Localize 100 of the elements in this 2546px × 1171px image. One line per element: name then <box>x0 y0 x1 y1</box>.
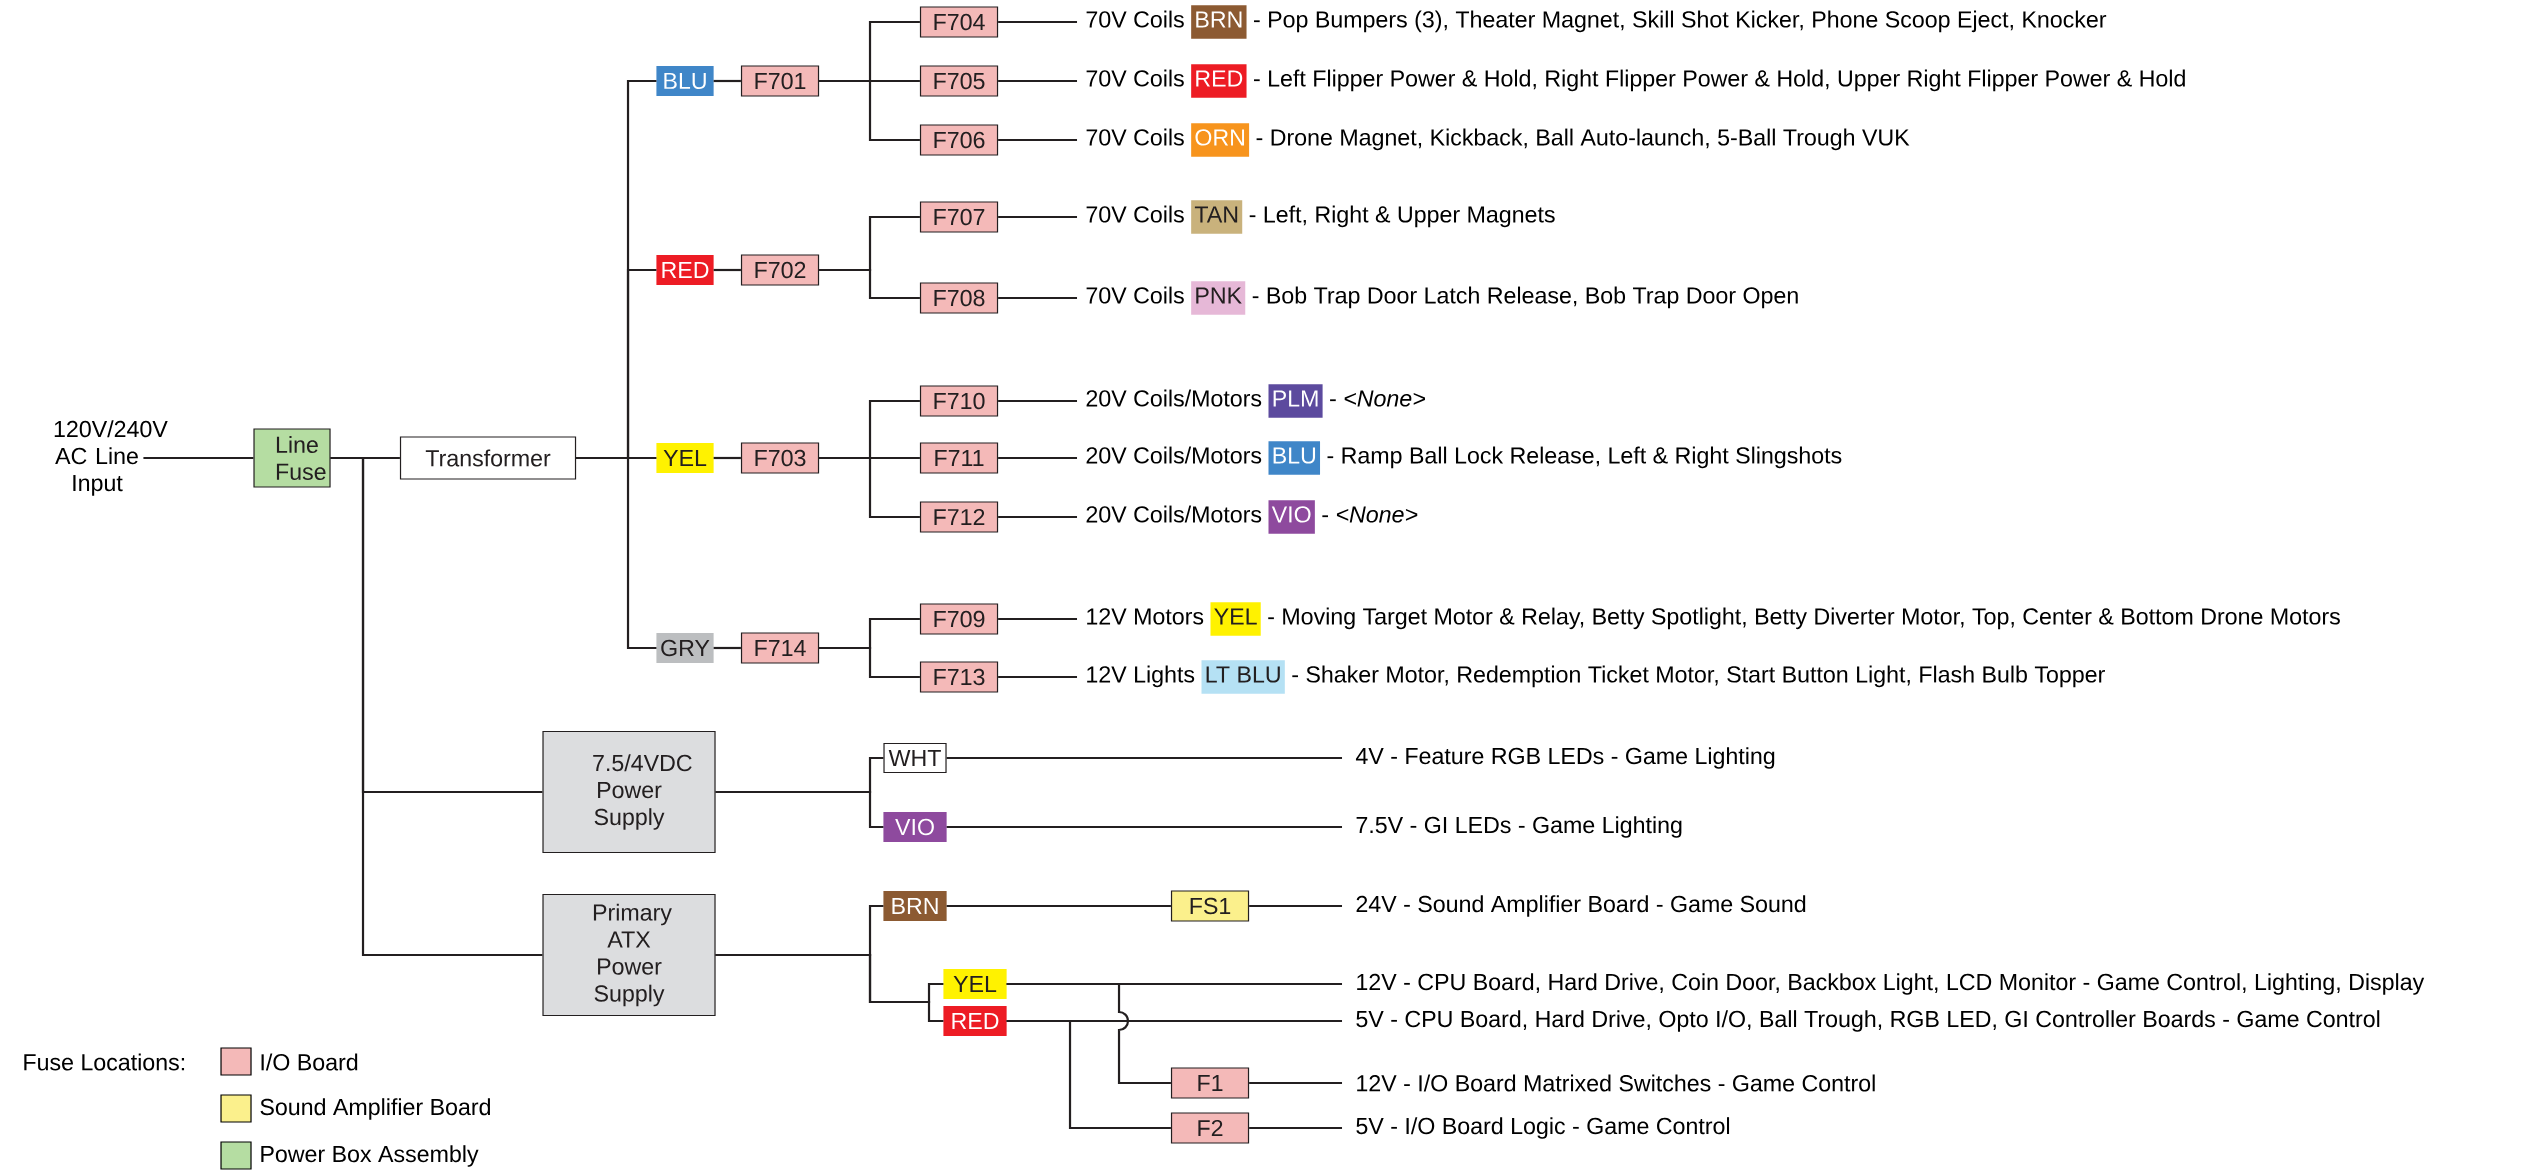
legend-title: Fuse Locations: <box>24 1053 185 1071</box>
load-description: - Ramp Ball Lock Release, Left & Right Slingshots <box>1327 446 1842 469</box>
fuse-box: F712 <box>919 501 999 533</box>
wire-color-tag: TAN <box>1191 200 1243 234</box>
wire-line <box>715 790 884 829</box>
wire-line <box>946 756 1342 760</box>
wire-color-tag: RED <box>656 254 714 286</box>
legend-label: I/O Board <box>261 1053 358 1071</box>
load-description: 7.5V - GI LEDs - Game Lighting <box>1356 816 1682 838</box>
fuse-box: F708 <box>919 282 999 314</box>
fuse-box: F707 <box>919 201 999 233</box>
wire-color-tag: YEL <box>1210 602 1261 636</box>
load-description: - <None> <box>1322 506 1418 523</box>
input-label: 120V/240V AC Line Input <box>54 420 168 496</box>
wire-line <box>998 515 1077 519</box>
load-description: 5V - CPU Board, Hard Drive, Opto I/O, Ball Trough, RGB LED, GI Controller Boards - Game Control <box>1356 1010 2380 1032</box>
wire-line <box>998 675 1077 679</box>
load-description: - Left Flipper Power & Hold, Right Flipper Power & Hold, Upper Right Flipper Power & Hold <box>1254 69 2185 92</box>
wire-color-tag: BRN <box>883 890 947 922</box>
load-description: 12V - CPU Board, Hard Drive, Coin Door, Backbox Light, LCD Monitor - Game Control, Lighting, Display <box>1357 973 2425 995</box>
legend-label: Sound Amplifier Board <box>260 1098 490 1120</box>
fuse-box: F701 <box>740 65 820 97</box>
load-description: - Left, Right & Upper Magnets <box>1249 205 1555 228</box>
wire-line <box>998 138 1077 142</box>
wire-color-tag: BLU <box>1268 441 1321 475</box>
voltage-label: 12V Lights <box>1087 665 1195 688</box>
voltage-label: 70V Coils <box>1086 69 1184 87</box>
wire-line <box>819 268 920 300</box>
voltage-label: 70V Coils <box>1086 205 1184 223</box>
wire-line <box>998 617 1077 621</box>
wire-line <box>1249 1081 1342 1085</box>
wire-line <box>998 215 1077 219</box>
voltage-label: 12V Motors <box>1087 608 1204 625</box>
wire-line <box>715 953 944 1023</box>
fuse-box: F710 <box>919 385 999 417</box>
fuse-box: F706 <box>919 124 999 156</box>
wire-line <box>713 646 741 650</box>
wire-line <box>998 296 1077 300</box>
wire-line <box>330 456 543 957</box>
wire-line <box>1006 1019 1171 1130</box>
load-description: 12V - I/O Board Matrixed Switches - Game Control <box>1357 1074 1875 1092</box>
wire-color-tag: BRN <box>1191 5 1247 39</box>
wire-color-tag: YEL <box>943 968 1007 1000</box>
wire-line <box>819 456 920 519</box>
wire-line <box>998 79 1077 83</box>
fuse-box: F702 <box>740 254 820 286</box>
voltage-label: 20V Coils/Motors <box>1086 389 1262 407</box>
wire-line <box>819 646 920 679</box>
load-description: - Moving Target Motor & Relay, Betty Spotlight, Betty Diverter Motor, Top, Center & Bottom Drone Motors <box>1268 607 2340 630</box>
wire-line <box>1249 1126 1342 1130</box>
load-description: - Bob Trap Door Latch Release, Bob Trap Door Open <box>1252 286 1798 309</box>
wire-line <box>998 20 1077 24</box>
wire-color-tag: LT BLU <box>1201 660 1285 694</box>
fuse-box: F711 <box>919 442 999 474</box>
wire-line <box>576 456 657 650</box>
fuse-box: F709 <box>919 603 999 635</box>
legend-label: Power Box Assembly <box>261 1145 479 1167</box>
wire-color-tag: PLM <box>1268 384 1323 418</box>
wire-line <box>713 456 741 460</box>
voltage-label: 20V Coils/Motors <box>1086 505 1262 523</box>
fuse-box: F2 <box>1170 1112 1250 1144</box>
wire-color-tag: BLU <box>656 65 714 97</box>
wire-line <box>819 79 920 142</box>
wire-color-tag: VIO <box>1268 500 1315 534</box>
load-description: 5V - I/O Board Logic - Game Control <box>1356 1117 1730 1139</box>
wire-color-tag: PNK <box>1191 281 1246 315</box>
voltage-label: 70V Coils <box>1086 128 1184 146</box>
wire-color-tag: WHT <box>883 742 947 774</box>
wire-line <box>143 456 254 460</box>
voltage-label: 70V Coils <box>1086 10 1184 28</box>
wire-line <box>998 399 1077 403</box>
load-description: - Shaker Motor, Redemption Ticket Motor, Start Button Light, Flash Bulb Topper <box>1292 665 2105 688</box>
voltage-label: 20V Coils/Motors <box>1086 446 1262 464</box>
power-supply-box: 7.5/4VDC Power Supply <box>542 730 716 854</box>
load-description: - Drone Magnet, Kickback, Ball Auto-launch, 5-Ball Trough VUK <box>1256 128 1910 151</box>
load-description: 4V - Feature RGB LEDs - Game Lighting <box>1355 747 1775 769</box>
fuse-box: F705 <box>919 65 999 97</box>
wire-line <box>1249 904 1342 908</box>
wire-line <box>998 456 1077 460</box>
fuse-box: FS1 <box>1170 890 1250 922</box>
wire-line <box>946 904 1171 908</box>
wire-line <box>946 825 1342 829</box>
load-description: - Pop Bumpers (3), Theater Magnet, Skill Shot Kicker, Phone Scoop Eject, Knocker <box>1254 10 2107 33</box>
fuse-box: F1 <box>1170 1067 1250 1099</box>
wire-line <box>1006 982 1171 1085</box>
wire-line <box>713 268 741 272</box>
voltage-label: 70V Coils <box>1086 286 1184 304</box>
wire-color-tag: RED <box>943 1005 1007 1037</box>
fuse-box: F703 <box>740 442 820 474</box>
load-description: 24V - Sound Amplifier Board - Game Sound <box>1356 895 1806 917</box>
load-description: - <None> <box>1330 390 1425 407</box>
fuse-box: Line Fuse <box>253 428 331 488</box>
fuse-box: F714 <box>740 632 820 664</box>
wire-color-tag: YEL <box>656 442 714 474</box>
power-supply-box: Primary ATX Power Supply <box>542 893 716 1017</box>
fuse-box: F713 <box>919 661 999 693</box>
wire-color-tag: RED <box>1191 64 1247 98</box>
fuse-box: F704 <box>919 6 999 38</box>
wire-line <box>713 79 741 83</box>
wire-color-tag: GRY <box>656 632 714 664</box>
